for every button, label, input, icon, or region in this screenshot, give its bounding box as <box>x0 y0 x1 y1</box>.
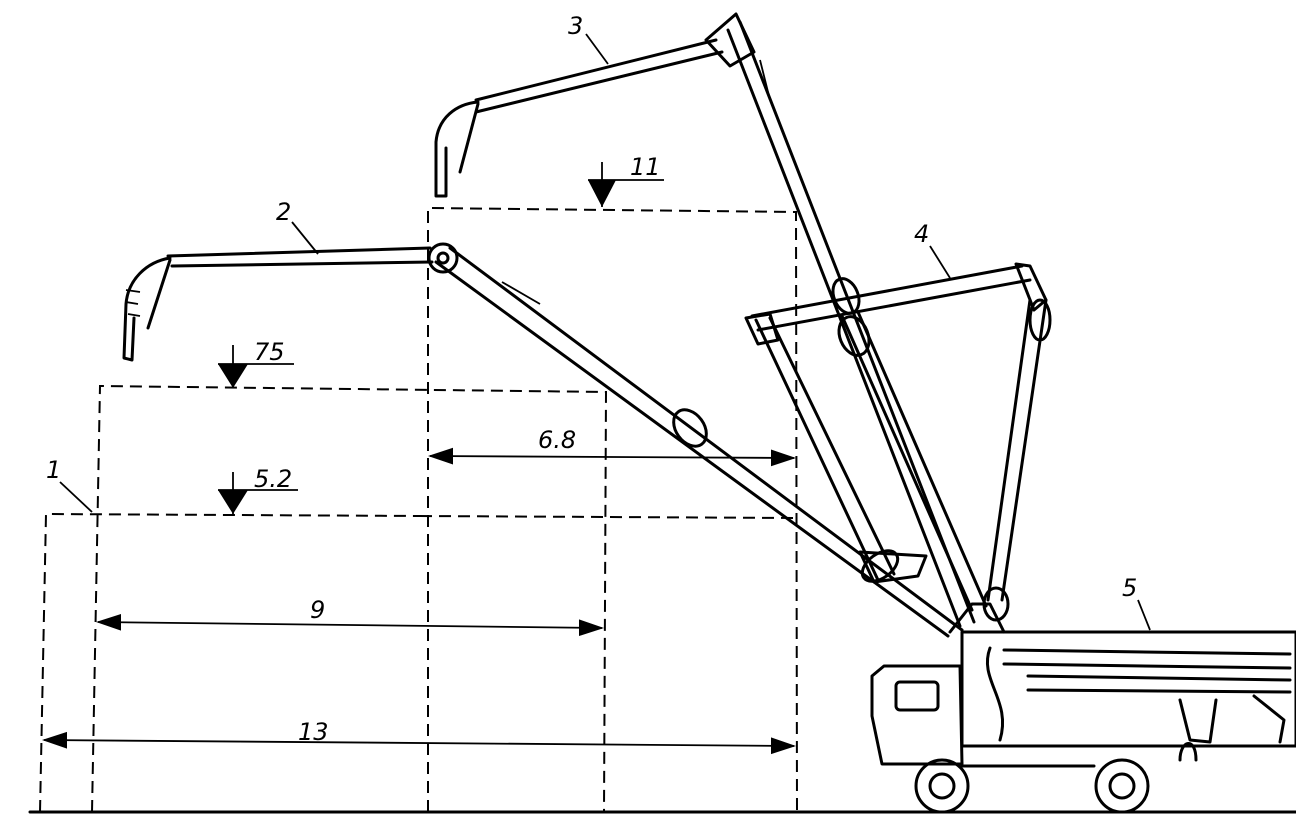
callout-leader-4 <box>929 245 951 279</box>
callout-leader-2 <box>291 221 319 255</box>
callout-label-3: 3 <box>568 12 583 40</box>
callout-leader-3 <box>585 33 609 65</box>
dimension-line-13 <box>41 731 797 755</box>
dimension-label-6-8: 6.8 <box>538 426 576 454</box>
building-outline-11m <box>427 206 798 813</box>
level-label-75: 75 <box>254 338 285 366</box>
dimension-label-13: 13 <box>298 718 329 746</box>
boom-position-4 <box>744 262 1052 622</box>
level-line-5-2 <box>419 515 797 519</box>
callout-label-4: 4 <box>914 220 929 248</box>
level-label-5-2: 5.2 <box>254 465 292 493</box>
callout-label-5: 5 <box>1122 574 1137 602</box>
level-label-11: 11 <box>630 153 661 181</box>
callout-leader-5 <box>1137 599 1151 631</box>
dimension-label-9: 9 <box>310 596 325 624</box>
level-mark-5-2 <box>218 472 298 514</box>
callout-label-1: 1 <box>46 456 61 484</box>
dimension-line-6-8 <box>427 447 797 467</box>
boom-position-2 <box>122 242 964 638</box>
building-outline-13m <box>39 512 421 813</box>
building-outline-9m <box>91 384 608 813</box>
dimension-line-9 <box>95 613 605 637</box>
truck <box>870 602 1296 814</box>
level-mark-11 <box>588 162 664 207</box>
callout-leader-1 <box>59 481 93 513</box>
callout-label-2: 2 <box>276 198 291 226</box>
level-mark-75 <box>218 345 294 388</box>
